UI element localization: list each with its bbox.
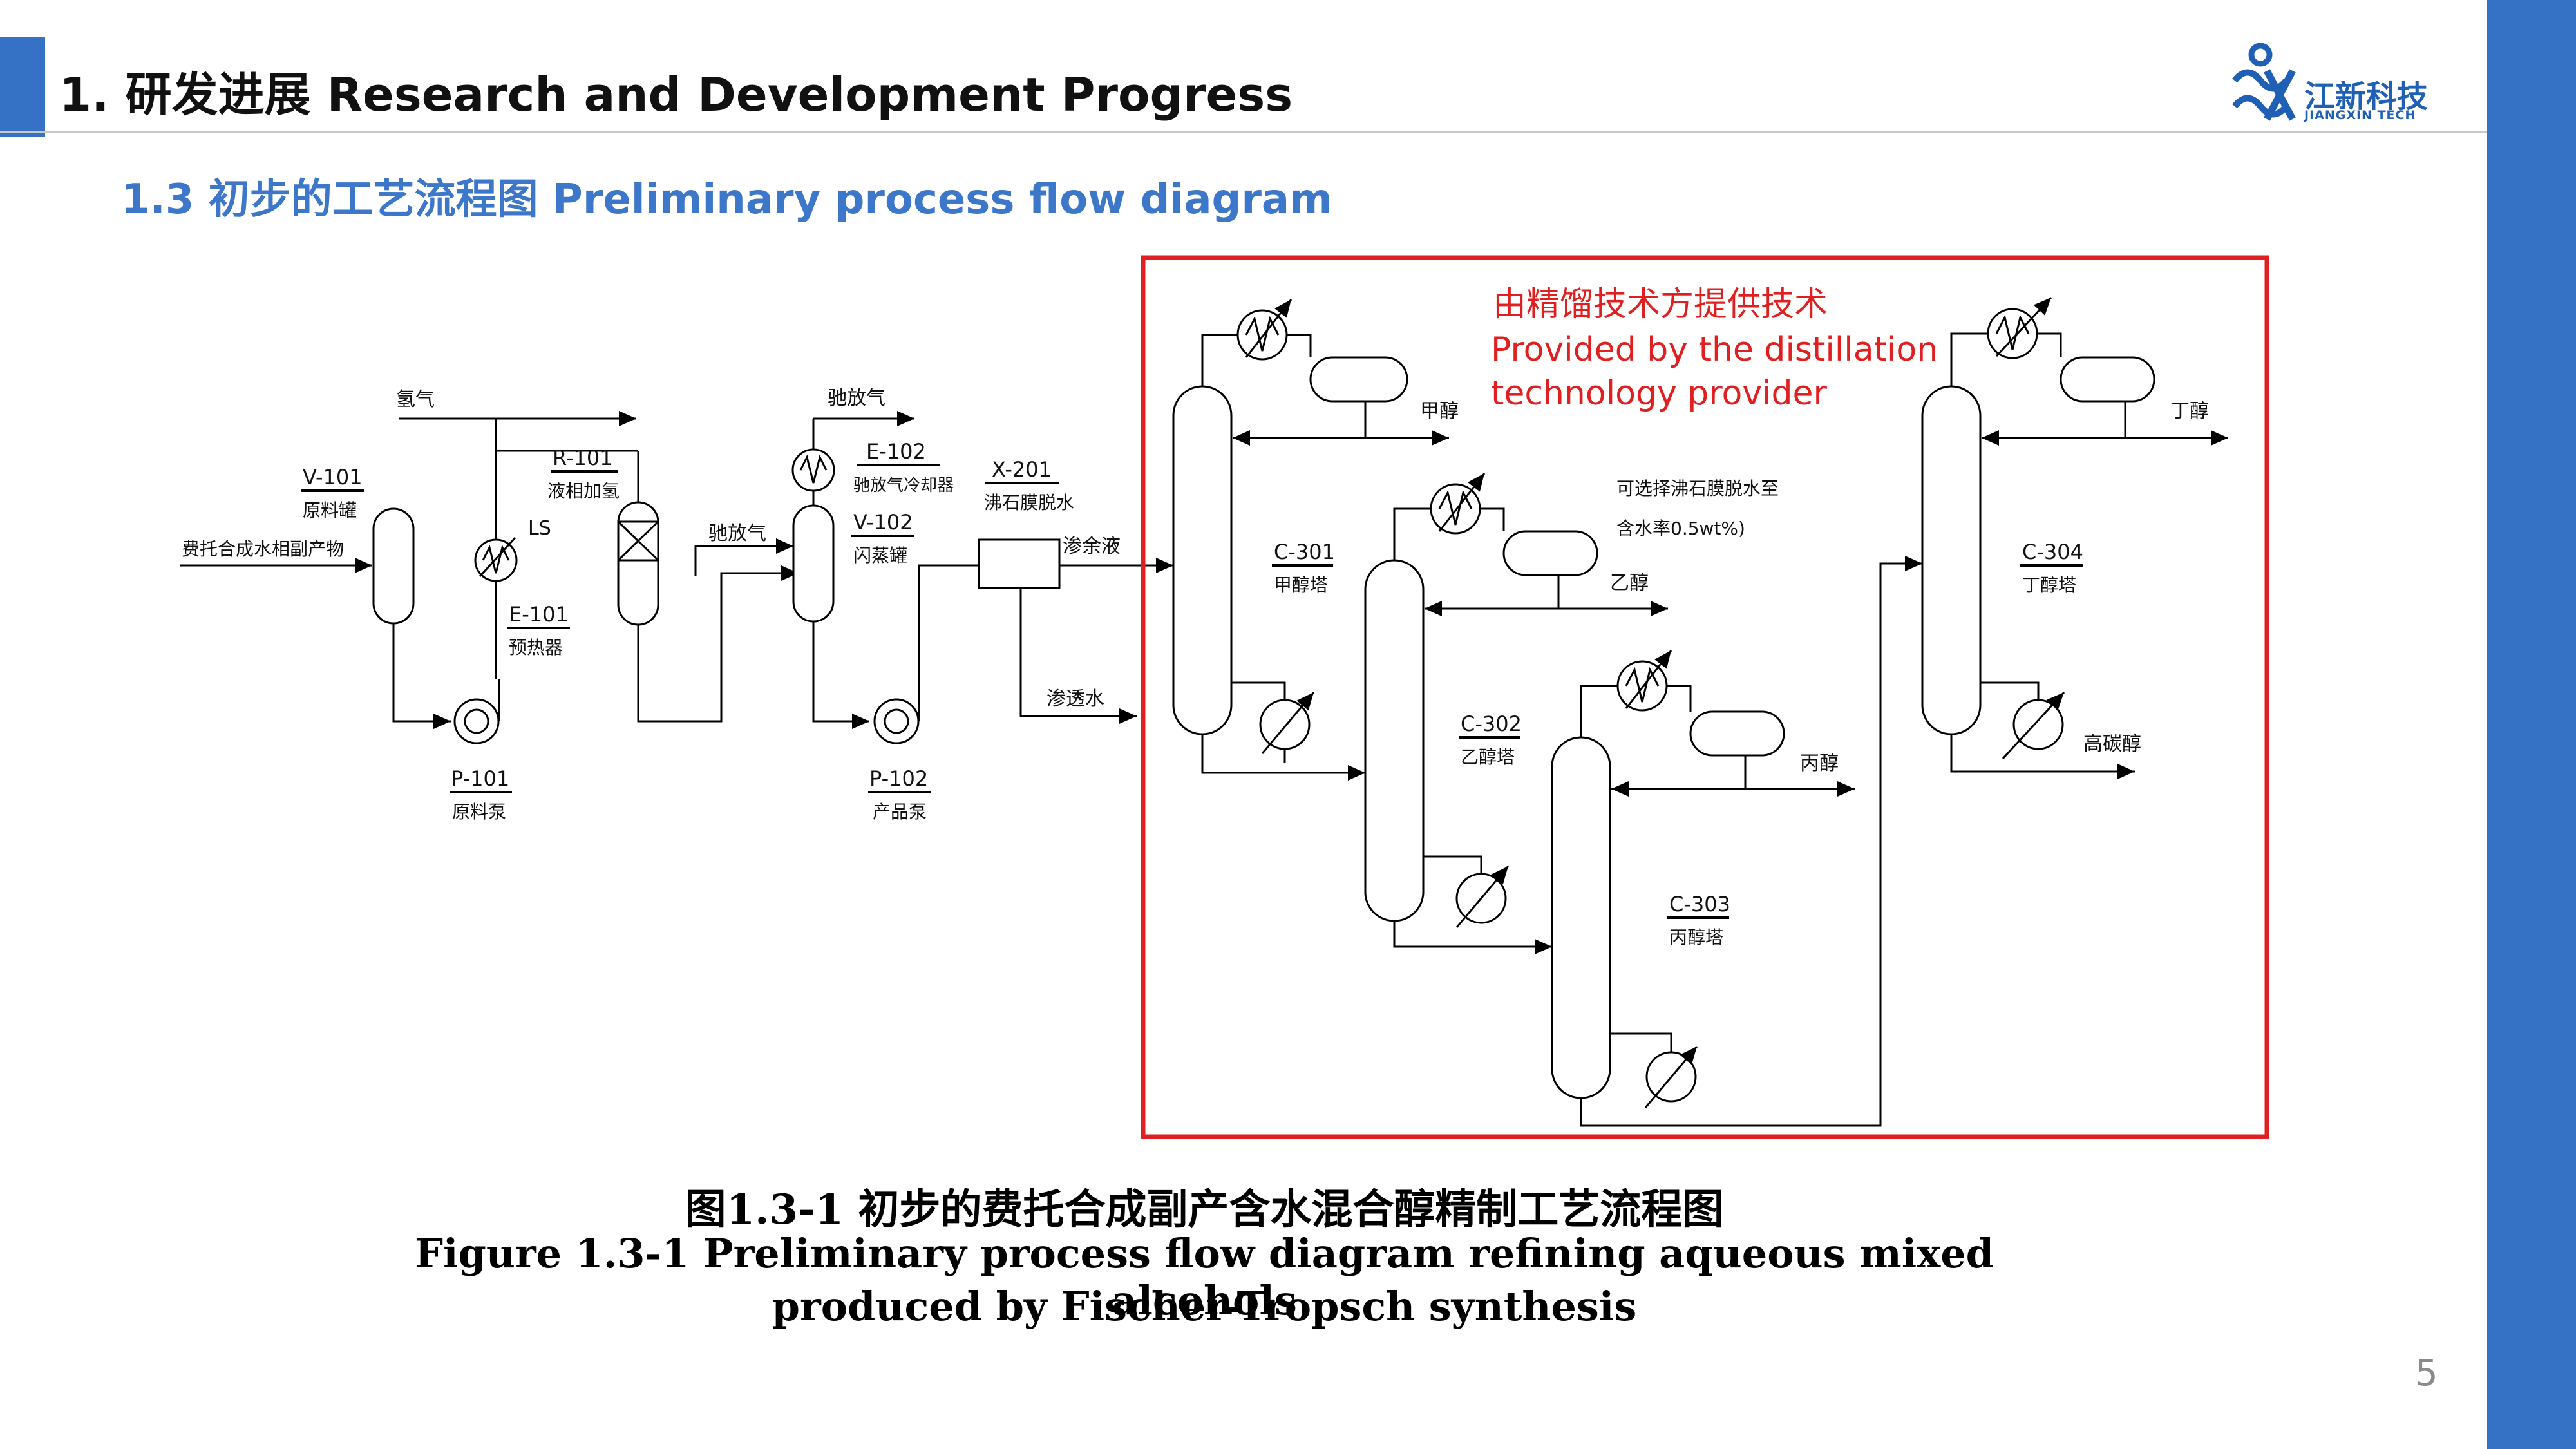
label-ethanol: 乙醇 <box>1610 572 1649 594</box>
name-e101: 预热器 <box>509 637 563 658</box>
highlight-text-en2: technology provider <box>1491 374 1828 413</box>
label-permeate: 渗透水 <box>1046 688 1104 710</box>
name-r101: 液相加氢 <box>547 480 620 502</box>
p102-pump <box>873 698 920 744</box>
label-higher-alcohols: 高碳醇 <box>2083 733 2141 755</box>
left-accent-bar <box>0 37 45 137</box>
name-v101: 原料罐 <box>303 500 357 521</box>
page-title: 1. 研发进展 Research and Development Progres… <box>59 68 1293 122</box>
tag-v102: V-102 <box>853 510 913 535</box>
logo-subtext: JIANGXIN TECH <box>2304 108 2416 122</box>
figure-caption-en-line1: Figure 1.3-1 Preliminary process flow di… <box>414 1230 1994 1324</box>
figure-caption-cn: 图1.3-1 初步的费托合成副产含水混合醇精制工艺流程图 <box>685 1186 1724 1234</box>
name-c302: 乙醇塔 <box>1461 746 1515 768</box>
tag-c302: C-302 <box>1461 712 1522 736</box>
company-logo-icon <box>2232 43 2296 121</box>
p101-pump <box>453 698 500 744</box>
header-divider <box>0 131 2487 133</box>
page-number: 5 <box>2415 1352 2438 1394</box>
logo-text: 江新科技 <box>2304 79 2429 115</box>
name-p101: 原料泵 <box>452 801 506 822</box>
tag-e101: E-101 <box>509 602 569 627</box>
tag-c304: C-304 <box>2022 540 2083 564</box>
tag-c301: C-301 <box>1274 540 1335 564</box>
tag-p101: P-101 <box>451 766 509 791</box>
name-c304: 丁醇塔 <box>2022 574 2076 596</box>
label-zeolite-note-2: 含水率0.5wt%) <box>1616 518 1745 539</box>
tag-c303: C-303 <box>1669 892 1730 916</box>
highlight-box <box>1141 255 2269 1139</box>
label-ls: LS <box>528 517 551 540</box>
label-raffinate: 渗余液 <box>1063 535 1121 558</box>
name-c303: 丙醇塔 <box>1669 927 1723 948</box>
tag-v101: V-101 <box>303 465 363 489</box>
tag-x201: X-201 <box>992 457 1052 482</box>
tag-p102: P-102 <box>869 766 928 791</box>
name-p102: 产品泵 <box>873 801 927 822</box>
section-title: 1.3 初步的工艺流程图 Preliminary process flow di… <box>121 176 1332 223</box>
right-side-band <box>2487 0 2576 1449</box>
name-e102: 驰放气冷却器 <box>853 476 954 495</box>
label-hydrogen: 氢气 <box>396 388 435 411</box>
figure-caption-en-line2: produced by Fischer-Tropsch synthesis <box>772 1283 1637 1330</box>
v102-flash-drum <box>792 504 835 623</box>
x201-membrane <box>978 538 1061 589</box>
highlight-text-cn: 由精馏技术方提供技术 <box>1493 285 1828 324</box>
label-purge-mid: 驰放气 <box>708 522 766 545</box>
c301-column <box>1172 385 1233 735</box>
v101-vessel <box>372 507 415 625</box>
c302-column <box>1364 559 1425 922</box>
name-c301: 甲醇塔 <box>1274 574 1328 596</box>
e102-cooler <box>791 448 835 492</box>
highlight-text-en1: Provided by the distillation <box>1491 330 1938 369</box>
tag-e102: E-102 <box>866 439 926 464</box>
label-purge-top: 驰放气 <box>828 387 886 410</box>
name-x201: 沸石膜脱水 <box>984 492 1074 513</box>
label-butanol: 丁醇 <box>2170 400 2209 422</box>
label-feed-stream: 费托合成水相副产物 <box>182 538 344 560</box>
tag-r101: R-101 <box>553 446 613 470</box>
label-propanol: 丙醇 <box>1800 752 1839 775</box>
c304-column <box>1921 385 1982 735</box>
name-v102: 闪蒸罐 <box>853 545 907 566</box>
label-methanol: 甲醇 <box>1420 400 1459 422</box>
label-zeolite-note-1: 可选择沸石膜脱水至 <box>1616 478 1779 499</box>
c303-column <box>1551 736 1611 1099</box>
